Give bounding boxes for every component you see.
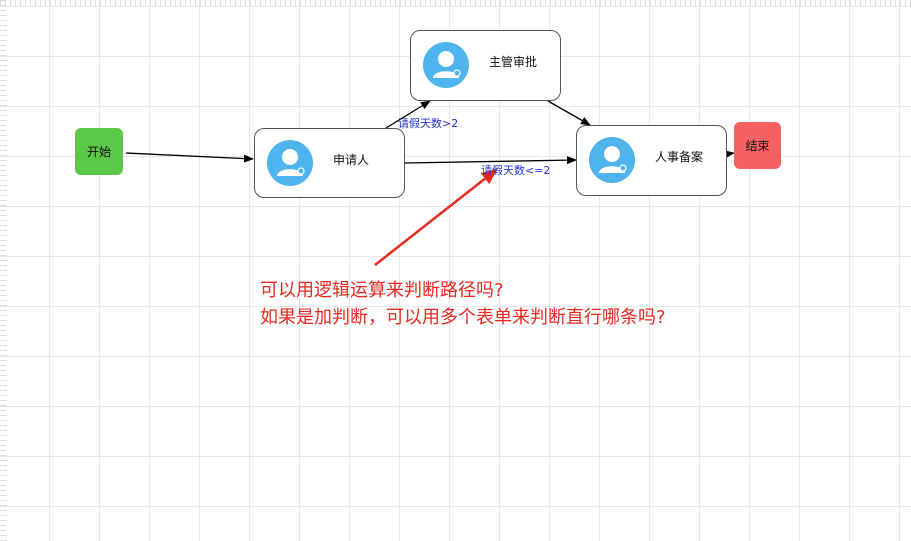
end-node[interactable]: 结束 [734,122,781,169]
edge-label-leave-gt-2[interactable]: 请假天数>2 [398,117,459,130]
edge-hr-end[interactable] [724,150,735,159]
applicant-node[interactable]: 申请人 [254,128,405,198]
edge-label-leave-le-2[interactable]: 请假天数<=2 [481,164,551,177]
manager-approval-node-label: 主管审批 [489,55,538,69]
edge-start-applicant[interactable] [125,152,254,163]
user-icon [589,137,635,183]
end-node-label: 结束 [745,139,770,153]
edge-applicant-hr[interactable] [404,156,577,165]
ruler-left [0,0,7,541]
annotation-line-1: 可以用逻辑运算来判断路径吗? [260,280,504,301]
applicant-node-label: 申请人 [333,153,370,167]
user-icon [423,42,469,88]
start-node[interactable]: 开始 [75,128,123,175]
annotation-line-2: 如果是加判断，可以用多个表单来判断直行哪条吗? [260,307,666,328]
hr-record-node-label: 人事备案 [655,150,704,164]
annotation-text: 可以用逻辑运算来判断路径吗? 如果是加判断，可以用多个表单来判断直行哪条吗? [260,277,666,331]
hr-record-node[interactable]: 人事备案 [576,125,727,196]
annotation-arrow [374,168,498,266]
ruler-top [0,0,911,6]
edge-manager-hr[interactable] [547,100,591,126]
user-icon [267,140,313,186]
start-node-label: 开始 [86,145,111,159]
manager-approval-node[interactable]: 主管审批 [410,30,561,101]
edge-applicant-manager[interactable] [385,100,431,129]
